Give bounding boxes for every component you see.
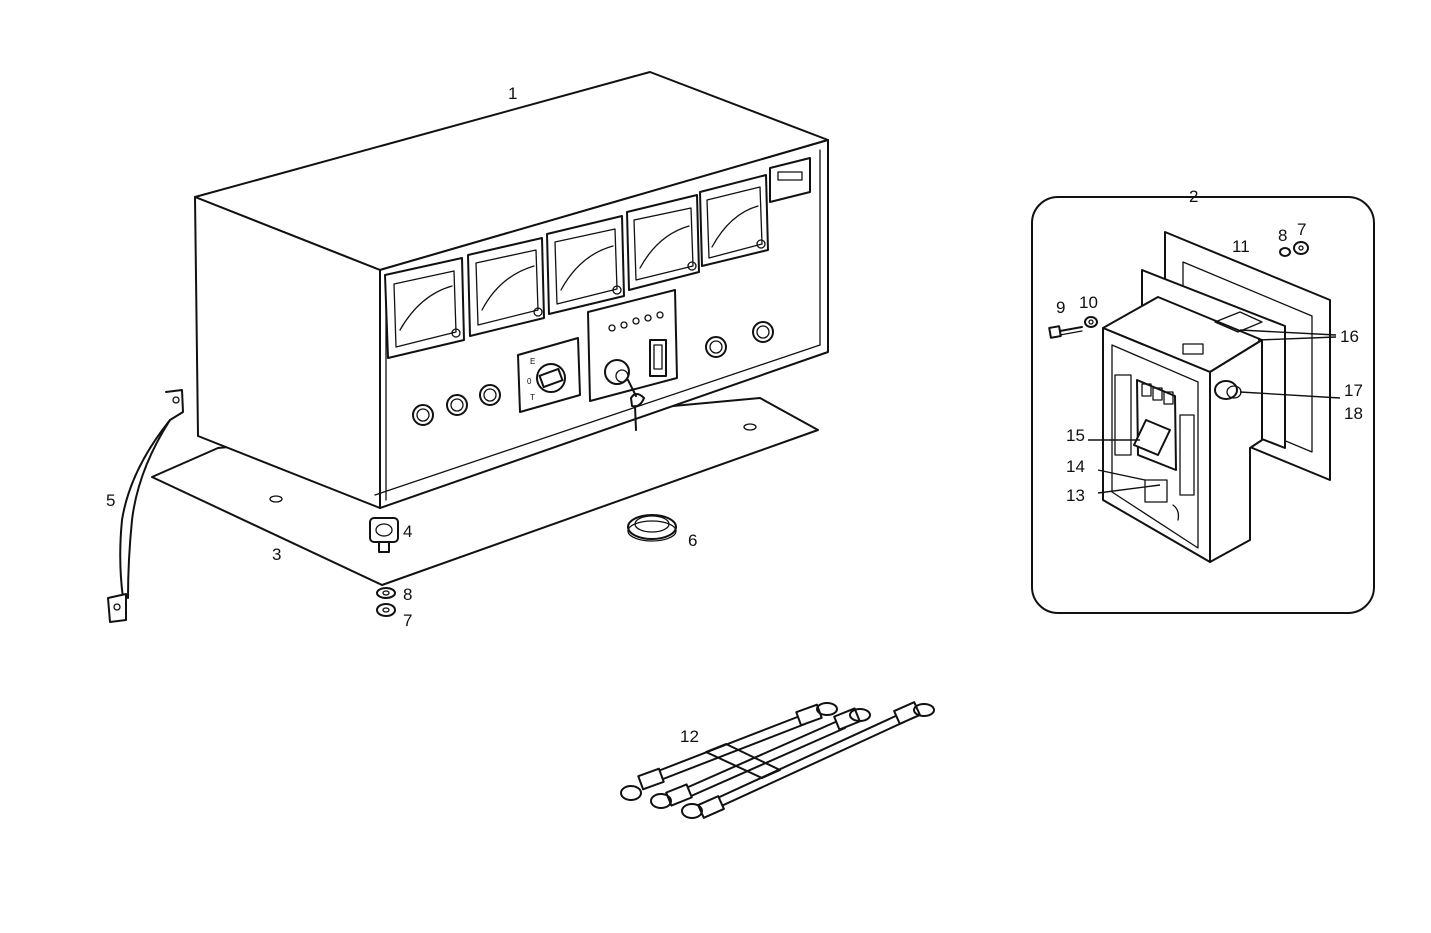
gauge-3 xyxy=(546,215,625,315)
cable-harness xyxy=(620,701,935,819)
callout-9: 9 xyxy=(1056,298,1065,317)
gauge-2 xyxy=(467,237,545,337)
callout-14: 14 xyxy=(1066,457,1085,476)
callout-labels: 1 2 3 4 5 6 8 7 8 7 9 10 11 12 13 14 15 … xyxy=(106,84,1363,746)
gauge-4 xyxy=(626,194,700,291)
nut-7-detail xyxy=(1293,241,1309,255)
gauge-1 xyxy=(384,257,465,359)
callout-10: 10 xyxy=(1079,293,1098,312)
screw-9 xyxy=(1048,325,1083,339)
ground-strap xyxy=(107,389,184,623)
callout-16: 16 xyxy=(1340,327,1359,346)
callout-13: 13 xyxy=(1066,486,1085,505)
washer-8 xyxy=(376,587,396,599)
washer-10 xyxy=(1084,316,1098,328)
hour-meter xyxy=(769,157,811,203)
gauge-5 xyxy=(699,174,769,267)
callout-12: 12 xyxy=(680,727,699,746)
callout-11: 11 xyxy=(1232,237,1250,256)
callout-8-detail: 8 xyxy=(1278,226,1287,245)
leader-lines xyxy=(1088,329,1341,494)
breaker-enclosure-assembly xyxy=(1102,231,1331,563)
switch-label-0: 0 xyxy=(527,377,532,386)
callout-15: 15 xyxy=(1066,426,1085,445)
callout-7: 7 xyxy=(403,611,412,630)
callout-17: 17 xyxy=(1344,381,1363,400)
callout-5: 5 xyxy=(106,491,115,510)
antivibration-mount xyxy=(369,517,399,553)
selector-switch: E 0 T xyxy=(517,337,581,413)
callout-2: 2 xyxy=(1189,187,1198,206)
switch-label-t: T xyxy=(530,393,535,402)
callout-4: 4 xyxy=(403,522,412,541)
callout-18: 18 xyxy=(1344,404,1363,423)
nut-7 xyxy=(376,603,396,617)
detail-inset-frame xyxy=(1031,196,1375,614)
key-switch-panel xyxy=(587,289,678,431)
switch-label-e: E xyxy=(530,357,535,366)
control-cabinet: E 0 T xyxy=(194,71,829,509)
callout-3: 3 xyxy=(272,545,281,564)
callout-1: 1 xyxy=(508,84,517,103)
callout-8: 8 xyxy=(403,585,412,604)
callout-7-detail: 7 xyxy=(1297,220,1306,239)
grommet xyxy=(627,514,677,542)
callout-6: 6 xyxy=(688,531,697,550)
indicator-lamps xyxy=(412,321,774,426)
washer-8-detail xyxy=(1279,247,1291,257)
